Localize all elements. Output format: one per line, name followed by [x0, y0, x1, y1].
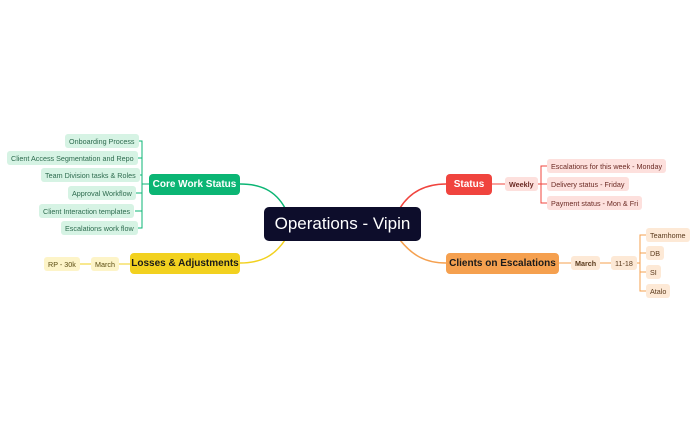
clients-escalations-topic[interactable]: Clients on Escalations [446, 253, 559, 274]
clients-month-march[interactable]: March [571, 256, 601, 270]
status-weekly[interactable]: Weekly [505, 177, 538, 191]
central-topic[interactable]: Operations - Vipin [264, 207, 421, 241]
core-item-client-interaction[interactable]: Client Interaction templates [39, 204, 135, 218]
core-item-team-division[interactable]: Team Division tasks & Roles [41, 168, 140, 182]
losses-month-march[interactable]: March [91, 257, 119, 271]
core-item-approval-workflow[interactable]: Approval Workflow [68, 186, 136, 200]
core-item-client-access[interactable]: Client Access Segmentation and Repo [7, 151, 138, 165]
clients-date-range[interactable]: 11-18 [611, 256, 637, 270]
client-item-si[interactable]: SI [646, 265, 661, 279]
client-item-db[interactable]: DB [646, 246, 664, 260]
status-topic[interactable]: Status [446, 174, 492, 195]
core-work-status-topic[interactable]: Core Work Status [149, 174, 240, 195]
status-item-escalations[interactable]: Escalations for this week - Monday [547, 159, 667, 173]
client-item-teamhome[interactable]: Teamhome [646, 228, 690, 242]
status-item-delivery[interactable]: Delivery status - Friday [547, 177, 629, 191]
core-item-onboarding[interactable]: Onboarding Process [65, 134, 139, 148]
core-item-escalations-workflow[interactable]: Escalations work flow [61, 221, 138, 235]
status-item-payment[interactable]: Payment status - Mon & Fri [547, 196, 643, 210]
losses-item-rp[interactable]: RP - 30k [44, 257, 80, 271]
losses-adjustments-topic[interactable]: Losses & Adjustments [130, 253, 240, 274]
client-item-atalo[interactable]: Atalo [646, 284, 671, 298]
